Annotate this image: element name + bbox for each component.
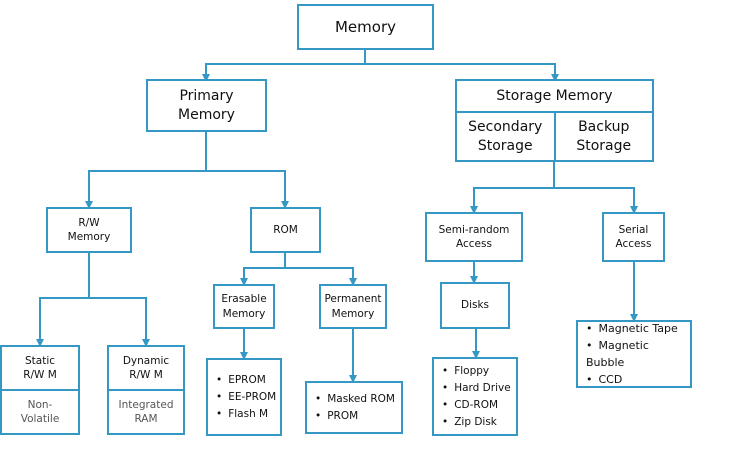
list-item: Hard Drive [442,380,516,397]
dynamic-rw-title: Dynamic R/W M [122,354,170,381]
storage-memory-header: Storage Memory [457,81,652,113]
connector-memory-storage [365,63,559,82]
storage-memory-box: Storage Memory Secondary Storage Backup … [455,79,654,162]
list-item: Zip Disk [442,414,516,431]
serial-list: Magnetic Tape Magnetic Bubble CCD [578,320,690,388]
connector-rw [36,253,90,347]
list-item: EPROM [216,372,280,389]
rw-memory-label: R/W Memory [67,216,111,243]
permanent-memory-label: Permanent Memory [324,293,382,320]
list-item: Magnetic Bubble [586,337,690,371]
connector-rom [240,253,286,286]
connector-storage [470,162,555,214]
connector-primary-rom [206,170,289,209]
primary-memory-box: Primary Memory [146,79,267,132]
list-item: CCD [586,371,690,388]
dynamic-rw-title-cell: Dynamic R/W M [109,347,183,391]
static-rw-box: Static R/W M Non- Volatile [0,345,80,435]
rom-label: ROM [273,223,298,236]
backup-storage-cell: Backup Storage [556,113,653,160]
serial-access-label: Serial Access [615,223,652,250]
permanent-list-box: Masked ROM PROM [305,381,403,434]
dynamic-rw-box: Dynamic R/W M Integrated RAM [107,345,185,435]
list-item: PROM [315,408,401,425]
storage-types-row: Secondary Storage Backup Storage [457,113,652,160]
storage-memory-label: Storage Memory [496,87,613,104]
connector-primary [85,132,207,209]
connector-memory [202,49,366,82]
serial-list-box: Magnetic Tape Magnetic Bubble CCD [576,320,692,388]
serial-access-box: Serial Access [602,212,665,262]
memory-label: Memory [334,17,396,36]
disks-list: Floppy Hard Drive CD-ROM Zip Disk [434,363,516,431]
erasable-list: EPROM EE-PROM Flash M [208,372,280,423]
list-item: CD-ROM [442,397,516,414]
disks-label: Disks [460,299,490,312]
disks-box: Disks [440,282,510,329]
permanent-memory-box: Permanent Memory [319,284,387,329]
primary-memory-label: Primary Memory [178,87,235,123]
erasable-list-box: EPROM EE-PROM Flash M [206,358,282,436]
connector-rw-dynamic [89,297,150,347]
list-item: Floppy [442,363,516,380]
list-item: EE-PROM [216,389,280,406]
list-item: Flash M [216,406,280,423]
static-rw-desc: Non- Volatile [20,398,60,425]
permanent-list: Masked ROM PROM [307,391,401,425]
static-rw-desc-cell: Non- Volatile [2,391,78,433]
backup-storage-label: Backup Storage [576,118,632,154]
erasable-memory-box: Erasable Memory [213,284,275,329]
semi-random-access-box: Semi-random Access [425,212,523,262]
disks-list-box: Floppy Hard Drive CD-ROM Zip Disk [432,357,518,436]
list-item: Magnetic Tape [586,320,690,337]
connector-rom-permanent [285,267,357,286]
memory-box: Memory [297,4,434,50]
erasable-memory-label: Erasable Memory [221,293,267,320]
connector-storage-serial [554,187,638,214]
secondary-storage-cell: Secondary Storage [457,113,556,160]
static-rw-title-cell: Static R/W M [2,347,78,391]
static-rw-title: Static R/W M [23,354,57,381]
rom-box: ROM [250,207,321,253]
list-item: Masked ROM [315,391,401,408]
dynamic-rw-desc: Integrated RAM [118,398,174,425]
semi-random-access-label: Semi-random Access [438,223,510,250]
rw-memory-box: R/W Memory [46,207,132,253]
dynamic-rw-desc-cell: Integrated RAM [109,391,183,433]
secondary-storage-label: Secondary Storage [468,118,543,154]
